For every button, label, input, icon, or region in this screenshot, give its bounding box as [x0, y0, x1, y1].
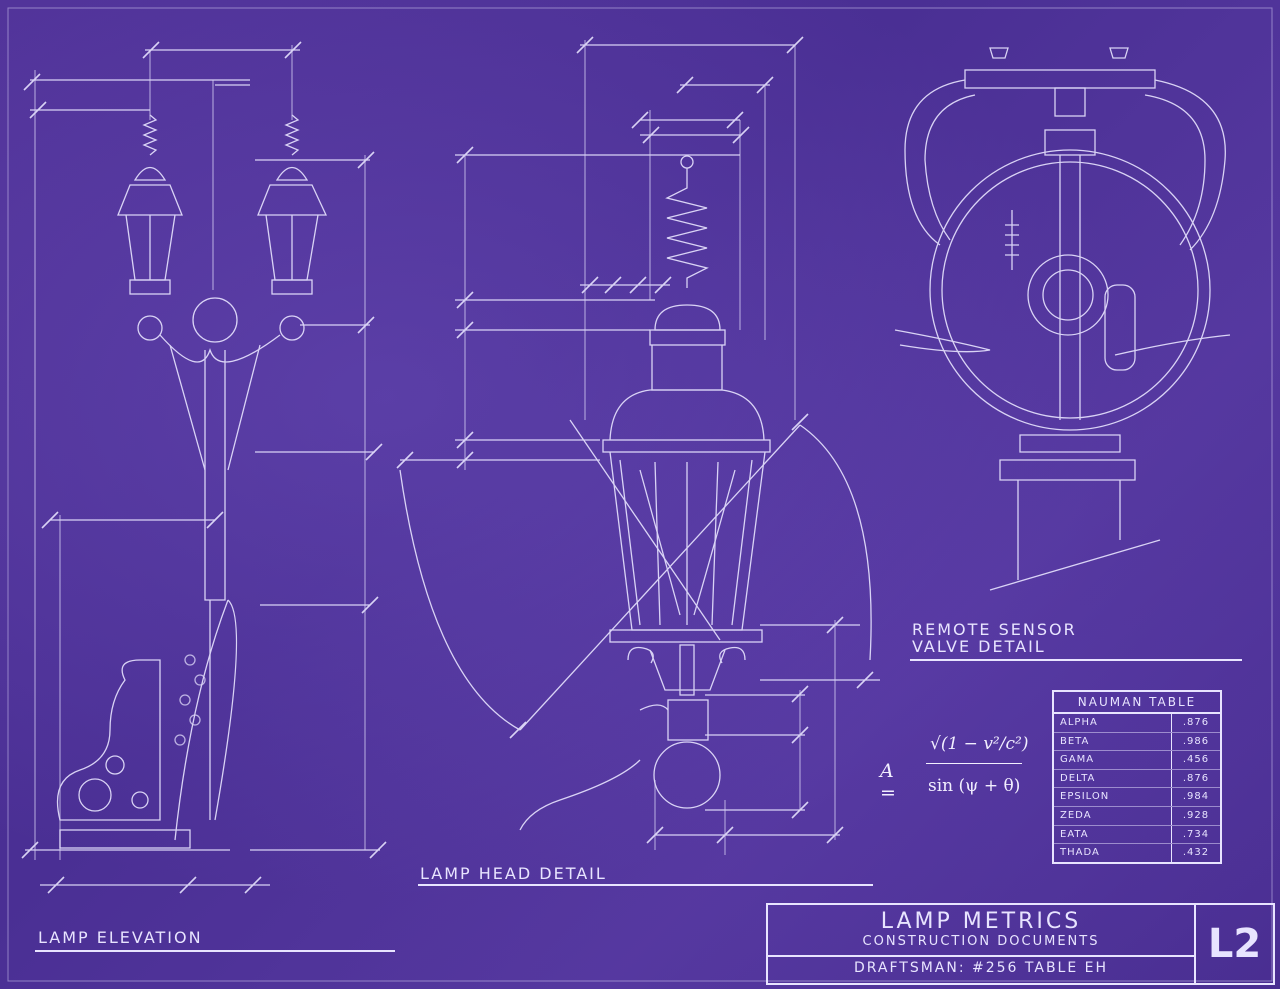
caption-underline — [35, 950, 395, 952]
row-value: .876 — [1182, 772, 1210, 784]
table-row: ZEDA .928 — [1054, 806, 1220, 826]
row-name: EPSILON — [1054, 788, 1172, 806]
sensor-valve-drawing — [894, 47, 1231, 591]
fraction-bar — [926, 763, 1022, 764]
lamp-elevation-caption: LAMP ELEVATION — [38, 928, 203, 947]
row-value: .986 — [1182, 735, 1210, 747]
row-value: .984 — [1182, 791, 1210, 803]
row-value: .432 — [1182, 847, 1210, 859]
row-value: .456 — [1182, 754, 1210, 766]
table-row: BETA .986 — [1054, 732, 1220, 752]
equation-lhs: A = — [880, 760, 896, 804]
sensor-caption-line2: VALVE DETAIL — [912, 637, 1046, 656]
row-value: .876 — [1182, 717, 1210, 728]
subtitle-text: CONSTRUCTION DOCUMENTS — [862, 934, 1100, 949]
caption-underline — [418, 884, 873, 886]
lamp-head-caption: LAMP HEAD DETAIL — [420, 864, 607, 883]
title-block-draftsman: DRAFTSMAN: #256 TABLE EH — [768, 957, 1196, 983]
title-block-main: LAMP METRICS CONSTRUCTION DOCUMENTS — [768, 905, 1196, 957]
lamp-head-drawing — [396, 36, 880, 855]
row-name: ALPHA — [1054, 714, 1172, 732]
title-text: LAMP METRICS — [880, 909, 1082, 934]
equation-denominator: sin (ψ + θ) — [928, 776, 1021, 796]
draftsman-text: DRAFTSMAN: #256 TABLE EH — [853, 960, 1109, 976]
table-row: EATA .734 — [1054, 825, 1220, 845]
table-row: THADA .432 — [1054, 844, 1220, 862]
table-row: EPSILON .984 — [1054, 788, 1220, 807]
sensor-caption-line1: REMOTE SENSOR — [912, 620, 1077, 639]
row-name: GAMA — [1054, 751, 1172, 769]
row-name: ZEDA — [1054, 806, 1172, 825]
row-name: EATA — [1054, 825, 1172, 844]
row-value: .734 — [1182, 828, 1210, 840]
table-header: NAUMAN TABLE — [1054, 692, 1220, 714]
row-name: THADA — [1054, 844, 1172, 862]
row-name: BETA — [1054, 732, 1172, 751]
title-block: LAMP METRICS CONSTRUCTION DOCUMENTS DRAF… — [766, 903, 1275, 985]
lamp-elevation-drawing — [21, 41, 387, 894]
row-name: DELTA — [1054, 769, 1172, 788]
caption-underline — [910, 659, 1242, 661]
nauman-table: NAUMAN TABLE ALPHA .876 BETA .986 GAMA .456… — [1052, 690, 1222, 864]
table-row: ALPHA .876 — [1054, 714, 1220, 733]
table-row: DELTA .876 — [1054, 769, 1220, 789]
table-row: GAMA .456 — [1054, 751, 1220, 770]
sheet-number: L2 — [1207, 921, 1262, 967]
row-value: .928 — [1182, 809, 1210, 821]
equation-numerator: √(1 − v²/c²) — [930, 734, 1029, 754]
